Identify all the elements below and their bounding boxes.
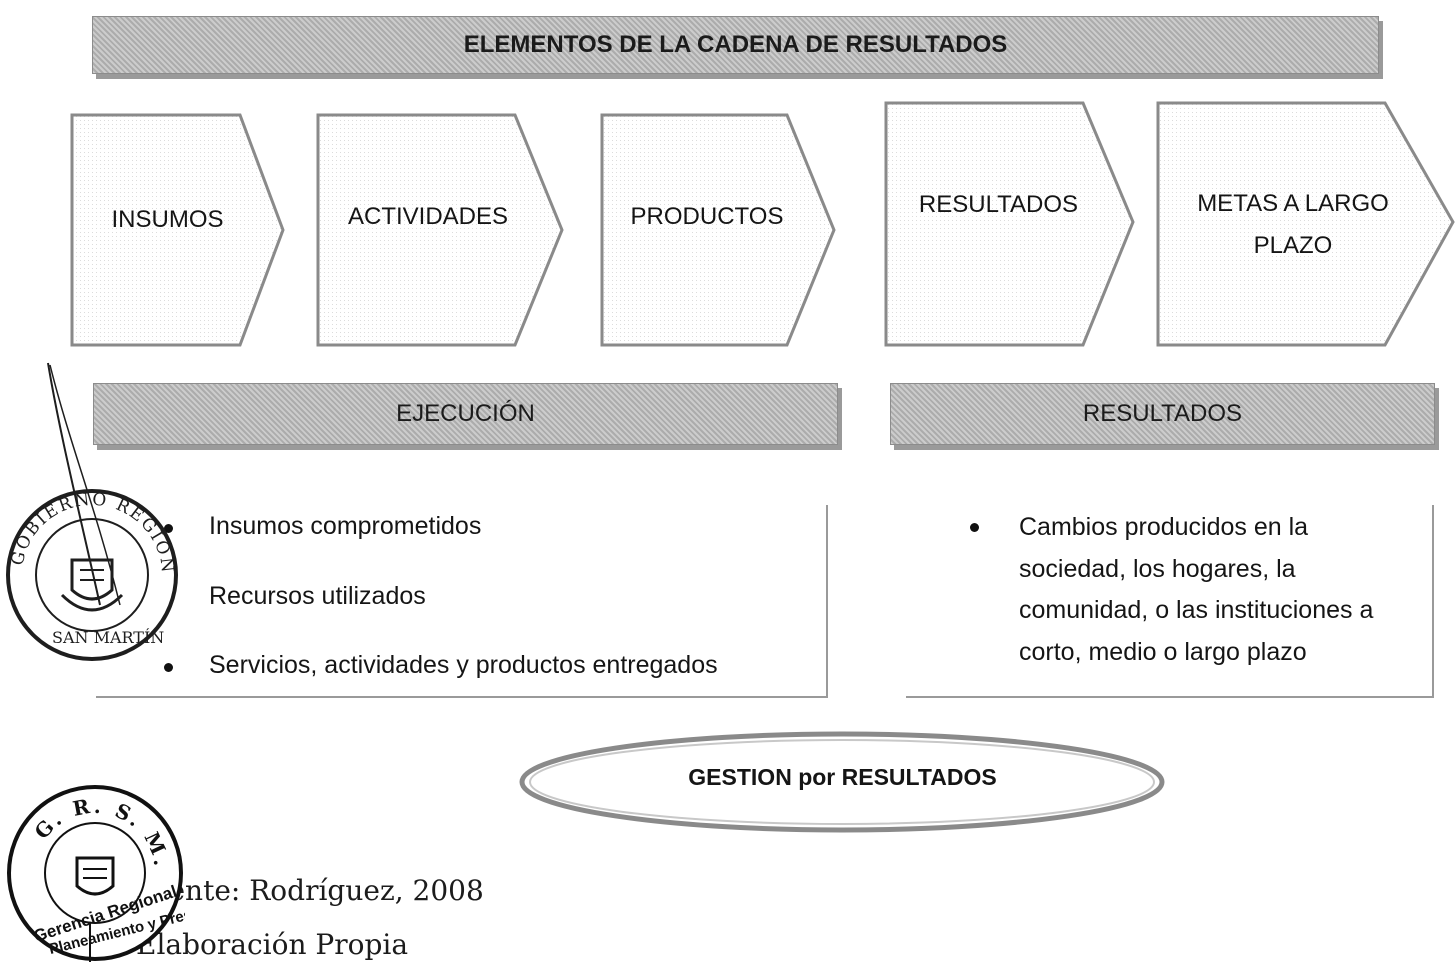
gobierno-regional-seal: GOBIERNO REGIONAL SAN MARTÍN <box>0 460 178 661</box>
chevron-label-productos: PRODUCTOS <box>630 203 784 230</box>
chain-title-bar: ELEMENTOS DE LA CADENA DE RESULTADOS <box>92 16 1379 74</box>
svg-text:SAN MARTÍN: SAN MARTÍN <box>52 627 164 647</box>
gestion-ellipse <box>519 731 1165 833</box>
resultados-item-1: Cambios producidos en la sociedad, los h… <box>1019 513 1374 666</box>
chevron-label-insumos: INSUMOS <box>111 206 224 233</box>
chevron-productos <box>600 113 836 347</box>
chain-diagram <box>70 101 1455 347</box>
chevron-label-actividades: ACTIVIDADES <box>347 203 509 230</box>
ejecucion-bullet-1 <box>164 524 173 533</box>
grsm-seal: G. R. S. M. Gerencia Regional Planeamien… <box>7 785 185 961</box>
ejecucion-item-2: Recursos utilizados <box>209 582 426 610</box>
seal-signature-stroke-bottom <box>89 922 91 962</box>
ejecucion-bar: EJECUCIÓN <box>93 383 838 445</box>
gestion-label: GESTION por RESULTADOS <box>688 764 997 790</box>
ejecucion-title: EJECUCIÓN <box>396 400 535 427</box>
resultados-bar: RESULTADOS <box>890 383 1435 445</box>
resultados-title: RESULTADOS <box>1082 400 1243 427</box>
ejecucion-item-1: Insumos comprometidos <box>209 512 482 540</box>
resultados-box <box>906 505 1434 698</box>
chevron-label-metas-line2: PLAZO <box>1253 232 1333 259</box>
seal-signature-stroke <box>47 362 121 606</box>
source-text: Fuente: Rodríguez, 2008 <box>131 874 484 907</box>
chevron-insumos <box>70 113 285 347</box>
chevron-actividades <box>316 113 564 347</box>
chevron-metas <box>1156 101 1455 347</box>
chain-title: ELEMENTOS DE LA CADENA DE RESULTADOS <box>463 31 1008 58</box>
resultados-bullet-1 <box>970 523 979 532</box>
chevron-resultados <box>884 101 1135 347</box>
ejecucion-bullet-3 <box>164 663 173 672</box>
chevron-label-metas-line1: METAS A LARGO <box>1197 190 1389 217</box>
ejecucion-box <box>96 505 828 698</box>
ejecucion-item-3: Servicios, actividades y productos entre… <box>209 651 718 679</box>
credit-text: Elaboración Propia <box>136 928 409 961</box>
chevron-label-resultados: RESULTADOS <box>918 191 1079 218</box>
